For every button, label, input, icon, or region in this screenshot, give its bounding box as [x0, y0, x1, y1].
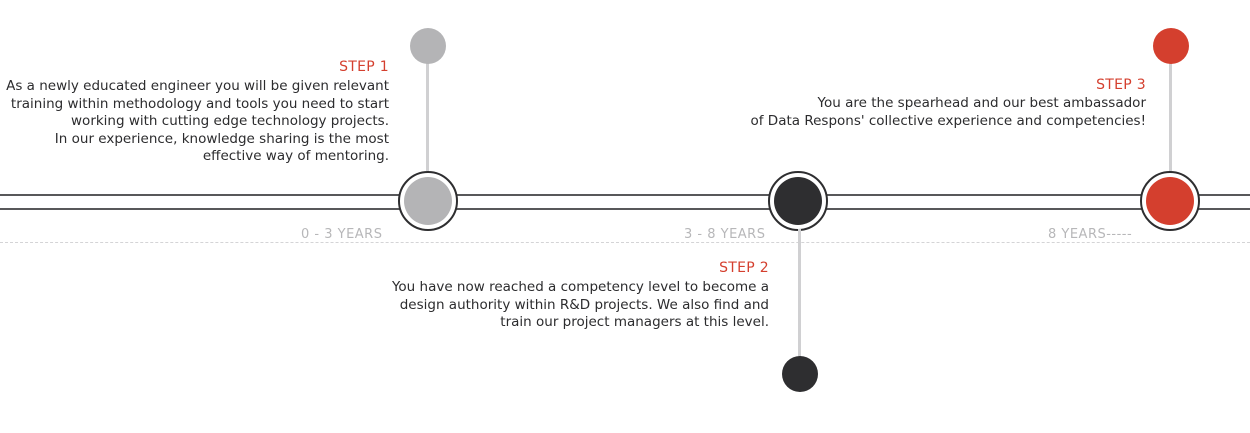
step2-years-label: 3 - 8 YEARS [684, 227, 766, 242]
step1-line: working with cutting edge technology pro… [71, 113, 389, 129]
step1-line: As a newly educated engineer you will be… [6, 78, 389, 94]
step1-description: As a newly educated engineer you will be… [6, 78, 389, 166]
step3-line: of Data Respons' collective experience a… [750, 112, 1147, 129]
step1-line: In our experience, knowledge sharing is … [54, 130, 389, 147]
step2-node-fill [774, 177, 822, 225]
step2-bottom-dot [782, 356, 818, 392]
step3-description: You are the spearhead and our best ambas… [751, 95, 1147, 130]
step2-line: train our project managers at this level… [500, 314, 769, 330]
timeline-dashed-guide [0, 242, 1250, 243]
step3-years-label: 8 YEARS----- [1048, 227, 1133, 242]
timeline-lower-line [0, 208, 1250, 210]
step3-title: STEP 3 [1096, 77, 1146, 93]
step1-years-label: 0 - 3 YEARS [301, 227, 383, 242]
step2-title: STEP 2 [719, 260, 769, 276]
step3-node[interactable] [1140, 171, 1200, 231]
step2-line: You have now reached a competency level … [391, 279, 769, 295]
step1-line: training within methodology and tools yo… [10, 95, 389, 112]
step2-stem [798, 229, 801, 361]
step3-top-dot [1153, 28, 1189, 64]
step3-line: You are the spearhead and our best ambas… [817, 95, 1146, 111]
step3-stem [1169, 60, 1172, 172]
step3-node-fill [1146, 177, 1194, 225]
step2-line: design authority within R&D projects. We… [399, 296, 769, 313]
step1-node[interactable] [398, 171, 458, 231]
step1-node-fill [404, 177, 452, 225]
step1-stem [426, 60, 429, 172]
step1-top-dot [410, 28, 446, 64]
step1-title: STEP 1 [339, 59, 389, 75]
step1-line: effective way of mentoring. [202, 148, 389, 164]
step2-description: You have now reached a competency level … [392, 279, 769, 332]
step2-node[interactable] [768, 171, 828, 231]
timeline-upper-line [0, 194, 1250, 196]
